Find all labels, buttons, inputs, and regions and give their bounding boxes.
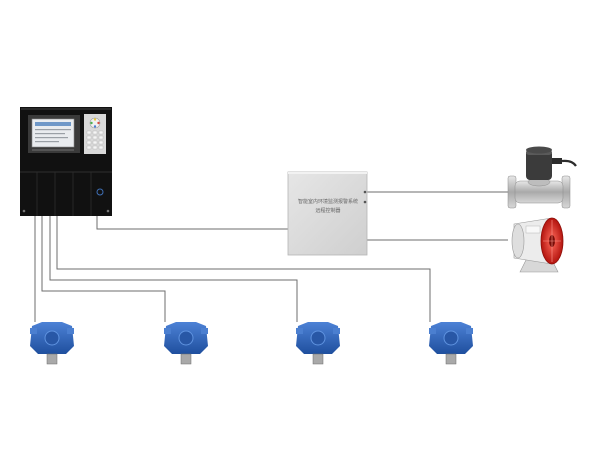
wire-controller-to-box — [96, 216, 288, 230]
gas-detector-icon-1 — [30, 322, 74, 365]
wire-to-detector-2 — [41, 216, 166, 322]
gas-alarm-controller-icon — [20, 107, 112, 216]
gas-detector-body — [30, 322, 74, 365]
wire-to-detector-4 — [56, 216, 431, 322]
gas-detector-icon-3 — [296, 322, 340, 365]
gas-detector-icon-2 — [164, 322, 208, 365]
solenoid-valve-icon — [507, 146, 577, 209]
relay-control-box-icon — [287, 171, 368, 256]
wires — [34, 191, 508, 322]
gas-detector-icon-4 — [429, 322, 473, 365]
wire-to-detector-3 — [49, 216, 298, 322]
exhaust-fan-icon — [511, 217, 564, 273]
